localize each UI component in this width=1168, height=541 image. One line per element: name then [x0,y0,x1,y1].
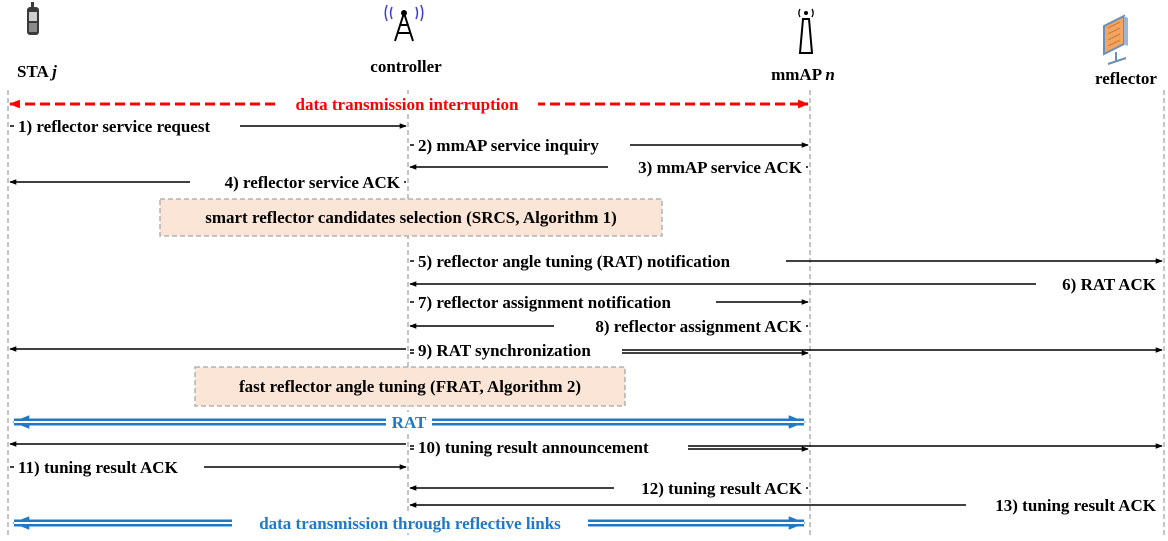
step-3-label: 3) mmAP service ACK [638,158,803,177]
participant-controller: controller [370,57,442,76]
step-8-label: 8) reflector assignment ACK [595,317,802,336]
step-6-label: 6) RAT ACK [1062,275,1157,294]
frat-box [194,366,626,407]
step-13-label: 13) tuning result ACK [995,496,1157,515]
interruption-label: data transmission interruption [296,95,519,114]
step-12-label: 12) tuning result ACK [641,479,803,498]
frat-label: fast reflector angle tuning (FRAT, Algor… [239,377,581,396]
participant-reflector: reflector [1095,69,1157,88]
srcs-label: smart reflector candidates selection (SR… [205,208,617,227]
data-transmission-label: data transmission through reflective lin… [259,514,561,533]
phone-icon [27,2,39,35]
step-5-label: 5) reflector angle tuning (RAT) notifica… [418,252,731,271]
antenna-icon [798,8,814,54]
participant-sta: STA j [17,62,57,81]
step-7-label: 7) reflector assignment notification [418,293,671,312]
tower-icon [384,4,424,42]
step-2-label: 2) mmAP service inquiry [418,136,599,155]
srcs-box [159,198,663,237]
step-4-label: 4) reflector service ACK [225,173,401,192]
step-11-label: 11) tuning result ACK [18,458,179,477]
step-1-label: 1) reflector service request [18,117,210,136]
step-9-label: 9) RAT synchronization [418,341,591,360]
reflector-panel-icon [1103,14,1128,65]
participant-mmap: mmAP n [771,65,835,84]
step-10-label: 10) tuning result announcement [418,438,649,457]
rat-label: RAT [392,413,427,432]
